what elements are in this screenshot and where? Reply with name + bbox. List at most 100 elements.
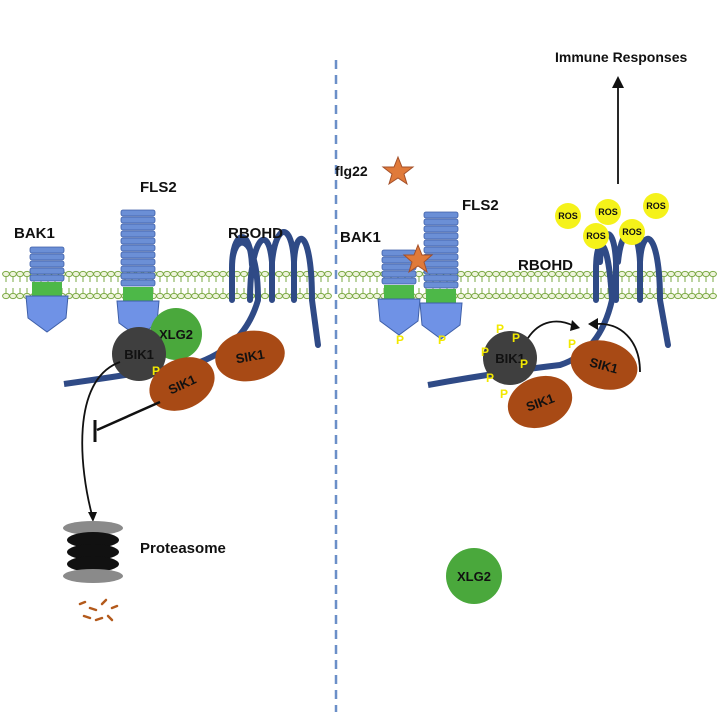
lrr-disc bbox=[381, 277, 417, 285]
lipid-head bbox=[576, 292, 584, 300]
sik1-protein-left-bound bbox=[149, 357, 215, 411]
flg22-star-free bbox=[381, 155, 415, 186]
phospho-p-bik1-3: P bbox=[481, 345, 489, 359]
lipid-head bbox=[107, 292, 115, 300]
lrr-disc bbox=[423, 225, 459, 233]
ros-bubble-4: ROS bbox=[583, 223, 609, 249]
lipid-head bbox=[471, 292, 479, 300]
lipid-head bbox=[359, 292, 367, 300]
lipid-head bbox=[485, 292, 493, 300]
lrr-disc bbox=[29, 260, 65, 268]
svg-text:ROS: ROS bbox=[558, 211, 578, 221]
sik1-protein-left-free bbox=[215, 330, 285, 382]
lipid-head bbox=[457, 292, 465, 300]
lipid-head bbox=[373, 270, 381, 278]
lipid-head bbox=[373, 292, 381, 300]
lipid-head bbox=[548, 292, 556, 300]
lipid-head bbox=[646, 270, 654, 278]
bak1-label-right: BAK1 bbox=[340, 229, 381, 246]
degraded-fragments bbox=[78, 598, 119, 622]
sik1-protein-right-upper bbox=[570, 340, 638, 390]
lipid-head bbox=[457, 270, 465, 278]
lrr-disc bbox=[423, 281, 459, 289]
rbohd-label-left: RBOHD bbox=[228, 225, 283, 242]
rbohd-left bbox=[229, 229, 321, 348]
transmembrane-block bbox=[384, 285, 414, 299]
lipid-head bbox=[240, 292, 248, 300]
xlg2-label-right: XLG2 bbox=[457, 569, 491, 584]
lipid-head bbox=[198, 292, 206, 300]
ros-bubble-5: ROS bbox=[619, 219, 645, 245]
lrr-disc bbox=[381, 270, 417, 278]
lrr-disc bbox=[423, 260, 459, 268]
lipid-head bbox=[345, 292, 353, 300]
lipid-head bbox=[352, 292, 360, 300]
inhibition-line bbox=[96, 400, 161, 432]
lipid-head bbox=[366, 292, 374, 300]
lipid-head bbox=[471, 270, 479, 278]
svg-text:ROS: ROS bbox=[646, 201, 666, 211]
rbohd-tail-right bbox=[427, 299, 615, 388]
lipid-head bbox=[156, 270, 164, 278]
lipid-head bbox=[282, 292, 290, 300]
proteasome-complex bbox=[63, 521, 123, 583]
lrr-disc bbox=[423, 267, 459, 275]
lipid-head bbox=[702, 292, 710, 300]
lrr-disc bbox=[120, 244, 156, 252]
lipid-head bbox=[681, 270, 689, 278]
lipid-head bbox=[261, 270, 269, 278]
lipid-head bbox=[261, 292, 269, 300]
lipid-head bbox=[107, 270, 115, 278]
lipid-head bbox=[275, 292, 283, 300]
lipid-head bbox=[583, 270, 591, 278]
phospho-p-bak1-right: P bbox=[396, 333, 404, 347]
phospho-p-bik1-1: P bbox=[496, 322, 504, 336]
ros-bubble-3: ROS bbox=[643, 193, 669, 219]
ros-bubble-1: ROS bbox=[555, 203, 581, 229]
bik1-label-left: BIK1 bbox=[124, 347, 154, 362]
lrr-disc bbox=[29, 267, 65, 275]
sik1-label-left-free: SIK1 bbox=[235, 347, 266, 367]
activation-arrow-sik1 bbox=[595, 323, 641, 373]
lipid-head bbox=[100, 292, 108, 300]
lipid-head bbox=[184, 270, 192, 278]
lipid-head bbox=[177, 270, 185, 278]
rbohd-label-right: RBOHD bbox=[518, 257, 573, 274]
lrr-disc bbox=[29, 253, 65, 261]
lipid-head bbox=[72, 270, 80, 278]
phospho-p-bik1-4: P bbox=[486, 371, 494, 385]
lipid-head bbox=[2, 292, 10, 300]
lipid-head bbox=[681, 292, 689, 300]
lipid-head bbox=[576, 270, 584, 278]
rbohd-right bbox=[593, 229, 671, 348]
fls2-receptor-right bbox=[419, 211, 463, 340]
lipid-head bbox=[464, 270, 472, 278]
bik1-label-right: BIK1 bbox=[495, 351, 525, 366]
lipid-head bbox=[618, 292, 626, 300]
activation-arrowhead-sik1 bbox=[588, 318, 598, 330]
lipid-head bbox=[2, 270, 10, 278]
lipid-head bbox=[212, 270, 220, 278]
lipid-head bbox=[191, 270, 199, 278]
phospho-p-sik1-right: P bbox=[568, 337, 576, 351]
lipid-head bbox=[163, 292, 171, 300]
svg-text:ROS: ROS bbox=[598, 207, 618, 217]
lipid-head bbox=[352, 270, 360, 278]
lipid-head bbox=[163, 270, 171, 278]
lipid-head bbox=[219, 292, 227, 300]
lipid-head bbox=[478, 270, 486, 278]
lipid-head bbox=[618, 270, 626, 278]
lipid-head bbox=[506, 292, 514, 300]
lipid-head bbox=[282, 270, 290, 278]
lipid-head bbox=[366, 270, 374, 278]
lipid-head bbox=[534, 292, 542, 300]
lrr-disc bbox=[120, 209, 156, 217]
lipid-head bbox=[506, 270, 514, 278]
lipid-head bbox=[86, 270, 94, 278]
svg-text:ROS: ROS bbox=[622, 227, 642, 237]
lipid-head bbox=[9, 270, 17, 278]
lipid-head bbox=[625, 270, 633, 278]
fls2-label-left: FLS2 bbox=[140, 179, 177, 196]
lipid-head bbox=[520, 292, 528, 300]
